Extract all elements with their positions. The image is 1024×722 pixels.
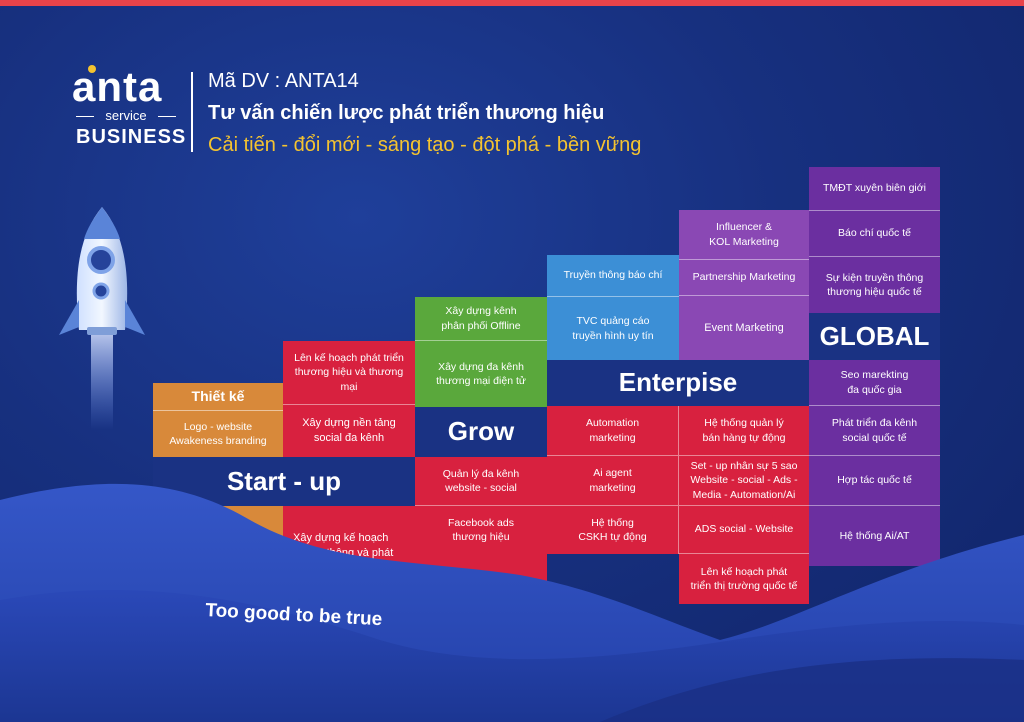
slogan: Cải tiến - đổi mới - sáng tạo - đột phá …	[208, 134, 642, 156]
top-accent-bar	[0, 0, 1024, 6]
global-social-cell: Phát triển đa kênh social quốc tế	[809, 406, 940, 456]
global-crossborder-cell: TMĐT xuyên biên giới	[809, 167, 940, 211]
startup-social-cell: Xây dựng nền tảng social đa kênh	[283, 405, 415, 457]
logo-service: service	[76, 108, 176, 123]
global-press-cell: Báo chí quốc tế	[809, 211, 940, 257]
page-title: Tư vấn chiến lược phát triển thương hiệu	[208, 102, 605, 124]
enterprise-cskh-cell: Hệ thống CSKH tự động	[547, 506, 679, 554]
header-divider	[191, 72, 193, 152]
global-cooperation-cell: Hợp tác quốc tế	[809, 456, 940, 506]
grow-facebook-ads-cell: Facebook ads thương hiệu	[415, 506, 547, 554]
stage-enterprise-title: Enterpise	[547, 360, 809, 406]
stage-startup-title: Start - up	[153, 457, 415, 506]
grow-multichannel-cell: Quản lý đa kênh website - social	[415, 457, 547, 506]
logo-dot-icon	[88, 65, 96, 73]
service-code: Mã DV : ANTA14	[208, 70, 359, 92]
stage-global-title: GLOBAL	[809, 313, 940, 360]
enterprise-sales-system-cell: Hệ thống quản lý bán hàng tự động	[679, 406, 809, 456]
startup-design-body: Logo - website Awakeness branding	[153, 410, 283, 457]
enterprise-partnership-cell: Partnership Marketing	[679, 260, 809, 296]
enterprise-ads-social-cell: ADS social - Website	[679, 506, 809, 554]
enterprise-kol-cell: Influencer & KOL Marketing	[679, 210, 809, 260]
enterprise-event-cell: Event Marketing	[679, 296, 809, 360]
enterprise-ai-agent-cell: Ai agent marketing	[547, 456, 679, 506]
global-ai-system-cell: Hệ thống Ai/AT	[809, 506, 940, 566]
enterprise-staff-setup-cell: Set - up nhân sự 5 sao Website - social …	[679, 456, 809, 506]
enterprise-tvc-cell: TVC quảng cáo truyền hình uy tín	[547, 297, 679, 360]
global-seo-cell: Seo marekting đa quốc gia	[809, 360, 940, 406]
stage-grow-title: Grow	[415, 407, 547, 457]
global-event-cell: Sự kiện truyền thông thương hiệu quốc tế	[809, 257, 940, 313]
enterprise-automation-cell: Automation marketing	[547, 406, 679, 456]
logo-business: BUSINESS	[76, 126, 187, 148]
enterprise-intl-market-cell: Lên kế hoạch phát triển thị trường quốc …	[679, 554, 809, 604]
grow-ecommerce-cell: Xây dựng đa kênh thương mại điện tử	[415, 341, 547, 407]
startup-plan-cell: Lên kế hoạch phát triển thương hiệu và t…	[283, 341, 415, 405]
logo-text: anta	[72, 63, 163, 110]
rocket-icon	[59, 207, 145, 430]
grow-offline-cell: Xây dựng kênh phân phối Offline	[415, 297, 547, 341]
enterprise-press-cell: Truyền thông báo chí	[547, 255, 679, 297]
startup-design-header: Thiết kế	[153, 383, 283, 410]
